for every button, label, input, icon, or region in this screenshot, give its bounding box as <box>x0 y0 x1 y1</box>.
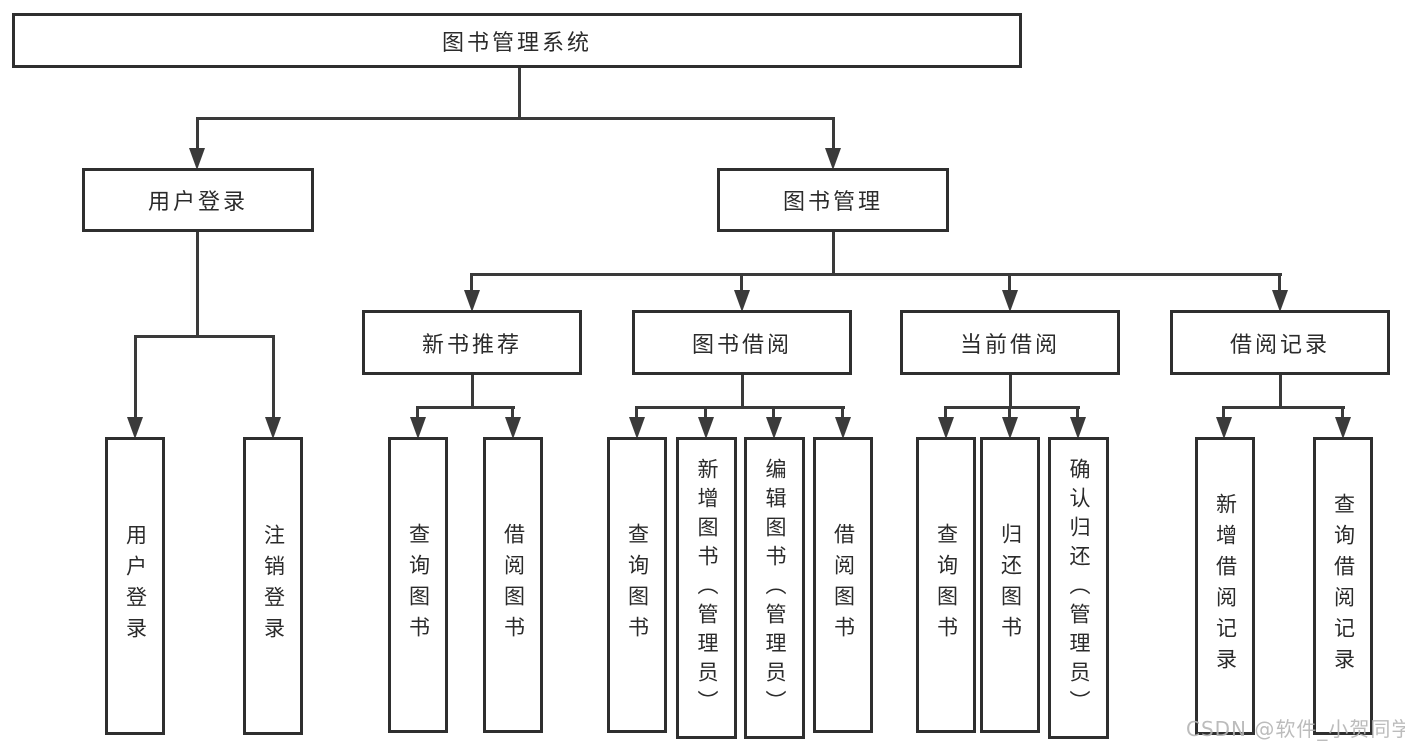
leaf-user-login-label: 用户登录 <box>123 524 148 648</box>
leaf-cb-return-books-label: 归还图书 <box>998 523 1023 647</box>
arrowhead-leaf-logout <box>265 417 281 439</box>
node-new-book-rec-label: 新书推荐 <box>421 332 522 358</box>
leaf-br-query-record-label: 查询借阅记录 <box>1331 493 1356 679</box>
node-current-borrow: 当前借阅 <box>900 310 1120 375</box>
leaf-nbr-query-books: 查询图书 <box>388 437 448 733</box>
leaf-bb-add-books-admin: 新增图书（管理员） <box>676 437 737 739</box>
arrowhead-user-login <box>189 148 205 170</box>
leaf-cb-query-books: 查询图书 <box>916 437 976 733</box>
connector-root-stem <box>518 68 521 120</box>
connector-root-drop-right <box>832 117 835 152</box>
csdn-watermark: CSDN @软件_小贺同学 <box>1186 717 1405 741</box>
arrowhead-br-query <box>1335 417 1351 439</box>
leaf-bb-query-books-label: 查询图书 <box>625 523 650 647</box>
connector-bb-drop-3 <box>772 406 775 421</box>
arrowhead-new-book-rec <box>464 290 480 312</box>
connector-user-login-drop-2 <box>272 335 275 421</box>
connector-br-drop-2 <box>1341 406 1344 421</box>
node-book-borrow-label: 图书借阅 <box>691 332 792 358</box>
arrowhead-bb-add <box>698 417 714 439</box>
connector-bb-drop-1 <box>635 406 638 421</box>
node-book-management: 图书管理 <box>717 168 949 232</box>
node-user-login: 用户登录 <box>82 168 314 232</box>
connector-book-mgmt-drop-2 <box>740 273 743 294</box>
node-book-management-label: 图书管理 <box>782 190 883 215</box>
arrowhead-nbr-borrow <box>505 417 521 439</box>
arrowhead-leaf-user-login <box>127 417 143 439</box>
connector-br-rail <box>1222 406 1345 409</box>
connector-nbr-drop-1 <box>416 406 419 421</box>
connector-nbr-stem <box>471 375 474 408</box>
connector-nbr-rail <box>416 406 515 409</box>
connector-br-stem <box>1279 375 1282 408</box>
leaf-logout-label: 注销登录 <box>261 524 286 648</box>
arrowhead-borrow-records <box>1272 290 1288 312</box>
leaf-nbr-borrow-books-label: 借阅图书 <box>501 523 526 647</box>
connector-book-mgmt-rail <box>470 273 1282 276</box>
connector-nbr-drop-2 <box>511 406 514 421</box>
connector-cb-drop-1 <box>944 406 947 421</box>
node-new-book-rec: 新书推荐 <box>362 310 582 375</box>
leaf-cb-query-books-label: 查询图书 <box>934 523 959 647</box>
arrowhead-cb-confirm <box>1070 417 1086 439</box>
connector-bb-drop-4 <box>841 406 844 421</box>
connector-user-login-drop-1 <box>134 335 137 421</box>
arrowhead-bb-edit <box>766 417 782 439</box>
connector-user-login-rail <box>134 335 275 338</box>
connector-bb-drop-2 <box>704 406 707 421</box>
leaf-bb-edit-books-admin: 编辑图书（管理员） <box>744 437 805 739</box>
arrowhead-book-borrow <box>734 290 750 312</box>
leaf-nbr-borrow-books: 借阅图书 <box>483 437 543 733</box>
connector-bb-stem <box>741 375 744 408</box>
connector-root-rail <box>196 117 835 120</box>
connector-cb-rail <box>944 406 1080 409</box>
leaf-logout: 注销登录 <box>243 437 303 735</box>
node-current-borrow-label: 当前借阅 <box>959 332 1060 358</box>
leaf-bb-borrow-books: 借阅图书 <box>813 437 873 733</box>
connector-book-mgmt-stem <box>832 232 835 275</box>
leaf-bb-add-books-admin-label: 新增图书（管理员） <box>695 457 719 719</box>
arrowhead-cb-return <box>1002 417 1018 439</box>
leaf-cb-return-books: 归还图书 <box>980 437 1040 733</box>
leaf-bb-borrow-books-label: 借阅图书 <box>831 523 856 647</box>
connector-br-drop-1 <box>1222 406 1225 421</box>
connector-cb-stem <box>1009 375 1012 408</box>
arrowhead-br-add <box>1216 417 1232 439</box>
leaf-user-login: 用户登录 <box>105 437 165 735</box>
node-borrow-records-label: 借阅记录 <box>1229 332 1330 358</box>
arrowhead-current-borrow <box>1002 290 1018 312</box>
leaf-cb-confirm-return-admin-label: 确认归还（管理员） <box>1067 457 1091 719</box>
node-root: 图书管理系统 <box>12 13 1022 68</box>
leaf-br-add-record: 新增借阅记录 <box>1195 437 1255 735</box>
connector-cb-drop-2 <box>1008 406 1011 421</box>
leaf-cb-confirm-return-admin: 确认归还（管理员） <box>1048 437 1109 739</box>
connector-cb-drop-3 <box>1076 406 1079 421</box>
arrowhead-cb-query <box>938 417 954 439</box>
leaf-bb-edit-books-admin-label: 编辑图书（管理员） <box>763 457 787 719</box>
connector-root-drop-left <box>196 117 199 152</box>
node-user-login-label: 用户登录 <box>147 190 248 215</box>
leaf-bb-query-books: 查询图书 <box>607 437 667 733</box>
arrowhead-bb-query <box>629 417 645 439</box>
connector-book-mgmt-drop-3 <box>1008 273 1011 294</box>
connector-book-mgmt-drop-4 <box>1278 273 1281 294</box>
node-root-label: 图书管理系统 <box>441 30 592 56</box>
node-borrow-records: 借阅记录 <box>1170 310 1390 375</box>
arrowhead-nbr-query <box>410 417 426 439</box>
node-book-borrow: 图书借阅 <box>632 310 852 375</box>
leaf-br-add-record-label: 新增借阅记录 <box>1213 493 1238 679</box>
connector-user-login-stem <box>196 232 199 337</box>
leaf-nbr-query-books-label: 查询图书 <box>406 523 431 647</box>
connector-bb-rail <box>635 406 845 409</box>
arrowhead-book-management <box>825 148 841 170</box>
connector-book-mgmt-drop-1 <box>470 273 473 294</box>
arrowhead-bb-borrow <box>835 417 851 439</box>
leaf-br-query-record: 查询借阅记录 <box>1313 437 1373 735</box>
